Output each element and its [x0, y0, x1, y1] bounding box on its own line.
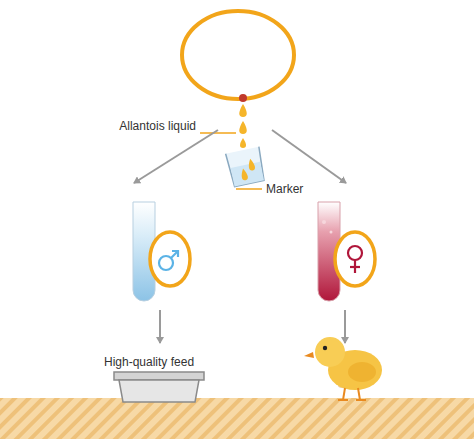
egg-male [150, 232, 190, 286]
drop [239, 121, 247, 134]
drop [239, 104, 247, 117]
female-symbol [348, 246, 362, 273]
drop [240, 138, 246, 148]
leader-line [236, 188, 262, 190]
flow-arrow [134, 130, 218, 183]
ground-band [0, 398, 474, 439]
egg-outline [182, 11, 294, 99]
label: High-quality feed [104, 355, 194, 369]
label: Allantois liquid [119, 119, 196, 133]
puncture-dot [239, 94, 247, 102]
beaker [226, 147, 266, 187]
leader-line [200, 132, 236, 134]
feed-trough [114, 372, 204, 402]
male-symbol [159, 251, 178, 270]
flow-arrow [344, 310, 346, 343]
egg-female [335, 232, 375, 286]
flow-arrow [159, 310, 161, 343]
chick [304, 337, 382, 400]
label: Marker [266, 182, 303, 196]
flow-arrow [272, 130, 346, 183]
